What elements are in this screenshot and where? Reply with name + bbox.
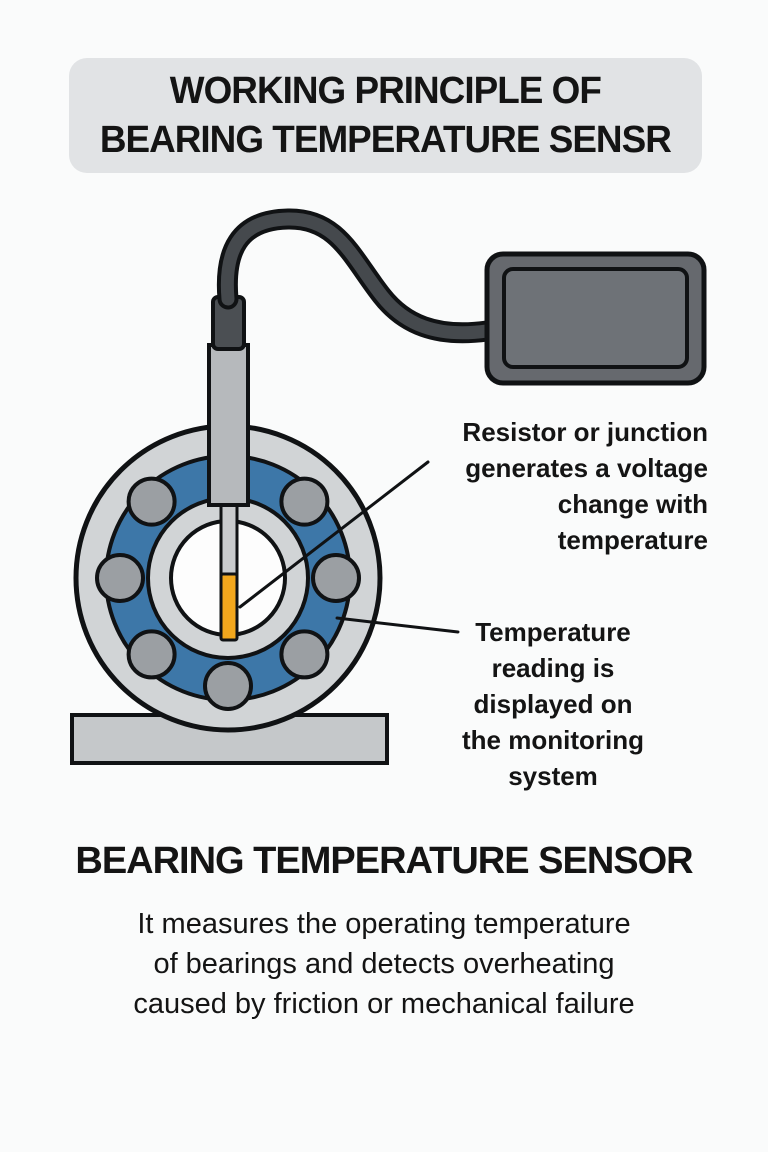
bearing-ball [126, 476, 177, 527]
bearing-ball [126, 629, 177, 680]
title-banner: WORKING PRINCIPLE OF BEARING TEMPERATURE… [69, 58, 702, 173]
bearing-ball [95, 553, 145, 603]
probe-tip [219, 572, 239, 642]
bearing-ball [279, 629, 330, 680]
probe-stem [219, 498, 239, 580]
leader-line-resistor [238, 460, 430, 609]
bearing-ball [279, 476, 330, 527]
page-title: WORKING PRINCIPLE OF BEARING TEMPERATURE… [99, 69, 672, 161]
sensor-cable [216, 208, 498, 344]
probe-shaft [207, 343, 250, 507]
footer-heading: BEARING TEMPERATURE SENSOR [75, 840, 693, 882]
monitor-device [484, 251, 707, 386]
annotation-reading: Temperature reading is displayed on the … [462, 617, 644, 791]
temperature-probe [207, 295, 250, 642]
monitor-screen [502, 267, 689, 369]
bearing-ball [311, 553, 361, 603]
leader-line-reading [335, 616, 460, 634]
annotation-resistor: Resistor or junction generates a voltage… [462, 417, 708, 555]
footer-body: It measures the operating temperature of… [133, 908, 635, 1020]
bearing-ball [203, 661, 253, 711]
